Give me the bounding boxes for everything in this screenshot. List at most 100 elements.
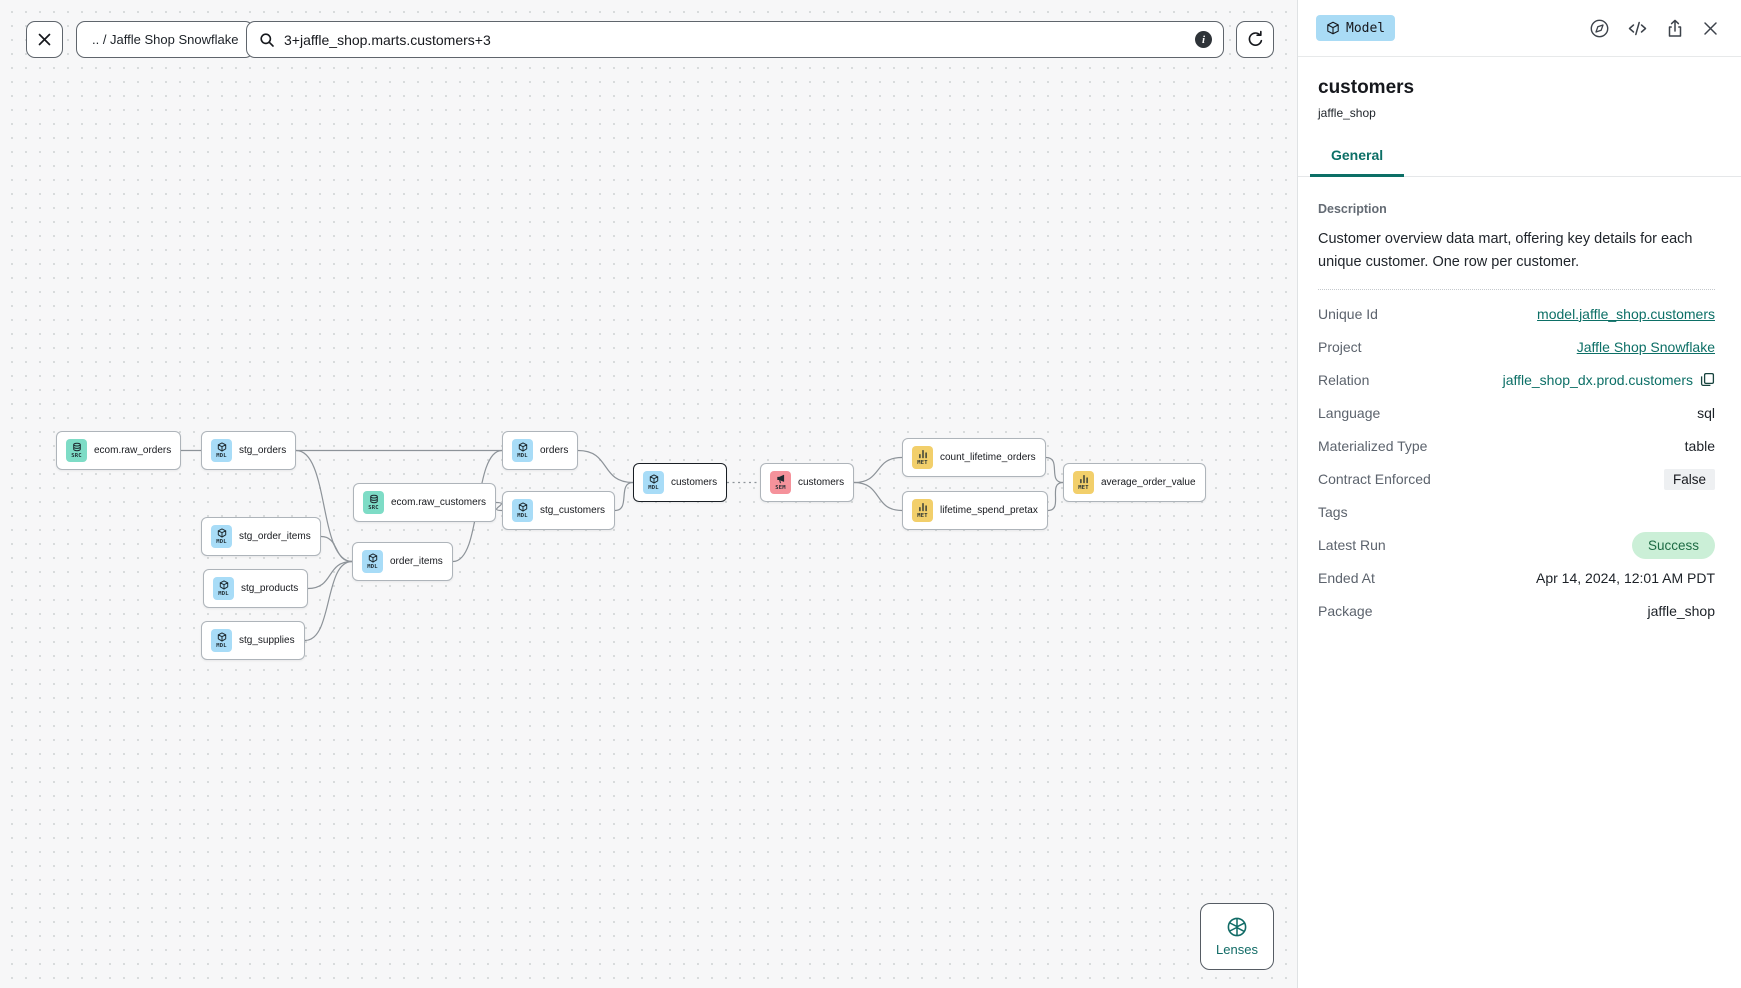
graph-node-ecom.raw_customers[interactable]: SRC ecom.raw_customers bbox=[353, 483, 497, 522]
node-label: order_items bbox=[390, 556, 443, 567]
resource-type-label: Model bbox=[1346, 20, 1386, 36]
lineage-search: i bbox=[246, 21, 1224, 58]
node-label: customers bbox=[798, 477, 845, 488]
divider bbox=[1318, 289, 1715, 291]
row-package: Package jaffle_shop bbox=[1318, 594, 1715, 627]
row-tags: Tags bbox=[1318, 495, 1715, 528]
lenses-aperture-icon bbox=[1227, 917, 1247, 937]
graph-node-order_items[interactable]: MDL order_items bbox=[352, 542, 453, 581]
cube-icon: MDL bbox=[362, 550, 383, 573]
row-label: Package bbox=[1318, 602, 1373, 619]
row-project: Project Jaffle Shop Snowflake bbox=[1318, 330, 1715, 363]
graph-node-ecom.raw_orders[interactable]: SRC ecom.raw_orders bbox=[56, 431, 182, 470]
panel-tabs: General bbox=[1298, 147, 1741, 177]
cube-icon: MDL bbox=[643, 471, 664, 494]
page-subtitle: jaffle_shop bbox=[1318, 106, 1376, 120]
search-icon bbox=[259, 32, 275, 48]
row-label: Project bbox=[1318, 338, 1362, 355]
materialized-type-value: table bbox=[1684, 437, 1715, 454]
panel-header: Model bbox=[1298, 0, 1741, 57]
row-contract-enforced: Contract Enforced False bbox=[1318, 462, 1715, 495]
package-value: jaffle_shop bbox=[1647, 602, 1715, 619]
cube-icon: MDL bbox=[512, 499, 533, 522]
row-language: Language sql bbox=[1318, 396, 1715, 429]
node-label: orders bbox=[540, 445, 569, 456]
row-materialized-type: Materialized Type table bbox=[1318, 429, 1715, 462]
bar-chart-icon: MET bbox=[1073, 471, 1094, 494]
tab-general[interactable]: General bbox=[1310, 147, 1405, 177]
info-icon[interactable]: i bbox=[1195, 31, 1212, 48]
copy-icon[interactable] bbox=[1700, 372, 1715, 387]
node-label: lifetime_spend_pretax bbox=[940, 505, 1038, 516]
row-label: Materialized Type bbox=[1318, 437, 1428, 454]
megaphone-icon: SEM bbox=[770, 471, 791, 494]
graph-node-average_order_value[interactable]: MET average_order_value bbox=[1063, 463, 1206, 502]
graph-node-stg_customers[interactable]: MDL stg_customers bbox=[502, 491, 616, 530]
breadcrumb[interactable]: .. / Jaffle Shop Snowflake bbox=[76, 21, 255, 58]
language-value: sql bbox=[1697, 404, 1715, 421]
row-label: Ended At bbox=[1318, 569, 1375, 586]
refresh-icon bbox=[1248, 30, 1262, 46]
page-title: customers bbox=[1318, 77, 1415, 98]
details-panel: Model customers jaffle_shop bbox=[1297, 0, 1741, 988]
code-icon[interactable] bbox=[1627, 18, 1648, 39]
breadcrumb-label: .. / Jaffle Shop Snowflake bbox=[92, 32, 239, 47]
node-label: customers bbox=[671, 477, 718, 488]
graph-node-stg_products[interactable]: MDL stg_products bbox=[203, 569, 309, 608]
row-label: Contract Enforced bbox=[1318, 470, 1431, 487]
status-badge: Success bbox=[1631, 531, 1715, 559]
database-icon: SRC bbox=[363, 491, 384, 514]
project-link[interactable]: Jaffle Shop Snowflake bbox=[1576, 338, 1715, 355]
graph-node-stg_orders[interactable]: MDL stg_orders bbox=[201, 431, 297, 470]
node-label: average_order_value bbox=[1101, 477, 1196, 488]
row-label: Latest Run bbox=[1318, 536, 1386, 553]
node-label: stg_supplies bbox=[239, 635, 295, 646]
row-ended-at: Ended At Apr 14, 2024, 12:01 AM PDT bbox=[1318, 561, 1715, 594]
node-label: ecom.raw_customers bbox=[391, 497, 487, 508]
graph-node-orders[interactable]: MDL orders bbox=[502, 431, 579, 470]
graph-node-customers[interactable]: MDL customers bbox=[633, 463, 728, 502]
panel-close-icon[interactable] bbox=[1702, 20, 1719, 37]
cube-icon: MDL bbox=[211, 629, 232, 652]
explore-compass-icon[interactable] bbox=[1589, 18, 1610, 39]
row-label: Relation bbox=[1318, 371, 1370, 388]
node-label: stg_orders bbox=[239, 445, 287, 456]
graph-node-count_lifetime_orders[interactable]: MET count_lifetime_orders bbox=[902, 438, 1046, 477]
search-input[interactable] bbox=[284, 31, 1185, 48]
row-label: Unique Id bbox=[1318, 305, 1378, 322]
resource-type-badge: Model bbox=[1316, 15, 1396, 41]
node-label: ecom.raw_orders bbox=[94, 445, 172, 456]
contract-enforced-badge: False bbox=[1663, 468, 1715, 490]
description-text: Customer overview data mart, offering ke… bbox=[1318, 231, 1693, 271]
database-icon: SRC bbox=[66, 439, 87, 462]
cube-icon: MDL bbox=[211, 525, 232, 548]
node-label: stg_order_items bbox=[239, 531, 311, 542]
relation-value: jaffle_shop_dx.prod.customers bbox=[1502, 371, 1693, 388]
lenses-button[interactable]: Lenses bbox=[1200, 903, 1274, 970]
graph-node-stg_order_items[interactable]: MDL stg_order_items bbox=[201, 517, 321, 556]
node-label: count_lifetime_orders bbox=[940, 452, 1036, 463]
close-icon bbox=[38, 33, 51, 46]
unique-id-link[interactable]: model.jaffle_shop.customers bbox=[1537, 305, 1715, 322]
ended-at-value: Apr 14, 2024, 12:01 AM PDT bbox=[1536, 569, 1715, 586]
node-label: stg_products bbox=[241, 583, 299, 594]
graph-node-customers_sem[interactable]: SEM customers bbox=[760, 463, 855, 502]
description-label: Description bbox=[1318, 202, 1387, 216]
bar-chart-icon: MET bbox=[912, 446, 933, 469]
cube-icon: MDL bbox=[211, 439, 232, 462]
row-latest-run: Latest Run Success bbox=[1318, 528, 1715, 561]
model-cube-icon bbox=[1327, 21, 1339, 35]
refresh-button[interactable] bbox=[1236, 21, 1274, 58]
row-label: Language bbox=[1318, 404, 1381, 421]
cube-icon: MDL bbox=[213, 577, 234, 600]
graph-node-stg_supplies[interactable]: MDL stg_supplies bbox=[201, 621, 305, 660]
cube-icon: MDL bbox=[512, 439, 533, 462]
node-label: stg_customers bbox=[540, 505, 606, 516]
lenses-label: Lenses bbox=[1216, 942, 1258, 957]
share-icon[interactable] bbox=[1665, 18, 1685, 39]
close-lineage-button[interactable] bbox=[26, 21, 63, 58]
row-label: Tags bbox=[1318, 503, 1348, 520]
